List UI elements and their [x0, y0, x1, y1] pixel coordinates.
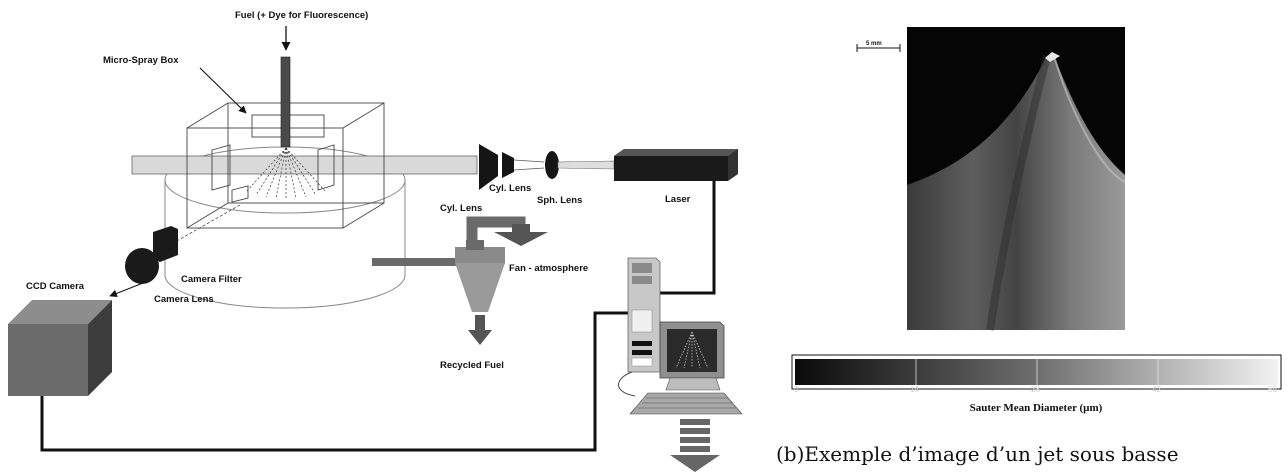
keyboard-cable — [619, 372, 636, 396]
colorbar-tick-0: 0 — [794, 385, 799, 394]
cylindrical-lens-2 — [502, 152, 544, 178]
colorbar-title: Sauter Mean Diameter (µm) — [970, 402, 1103, 414]
camera-cable — [42, 313, 628, 450]
setup-diagram: Fuel (+ Dye for Fluorescence) Micro-Spra… — [8, 10, 742, 472]
spray-image-panel: 5 mm 0 14 28 42 56 Sauter Mean Diameter … — [792, 27, 1281, 414]
micro-spray-box-label: Micro-Spray Box — [103, 55, 179, 66]
colorbar-tick-28: 28 — [1031, 385, 1040, 394]
ccd-camera — [8, 300, 112, 396]
camera-filter — [153, 226, 178, 262]
figure-caption: (b)Exemple d’image d’un jet sous basse — [776, 441, 1287, 467]
fuel-label: Fuel (+ Dye for Fluorescence) — [235, 10, 368, 21]
camera-lens — [125, 248, 159, 284]
colorbar-tick-56: 56 — [1268, 385, 1277, 394]
camera-lens-label: Camera Lens — [154, 294, 214, 305]
laser-sheet-beam — [132, 156, 477, 174]
cyl-lens-2-label: Cyl. Lens — [489, 183, 531, 194]
computer-tower — [628, 258, 660, 372]
camera-filter-label: Camera Filter — [181, 274, 242, 285]
spray-image — [907, 27, 1125, 330]
view-line — [168, 205, 240, 246]
spherical-lens — [545, 151, 559, 179]
laser-beam — [558, 161, 614, 169]
colorbar-tick-14: 14 — [910, 385, 919, 394]
colorbar-tick-42: 42 — [1152, 385, 1161, 394]
output-arrow — [670, 419, 720, 472]
recycled-fuel-arrow — [468, 315, 492, 345]
injector-nozzle — [281, 57, 290, 147]
laser-label: Laser — [665, 194, 691, 205]
keyboard — [630, 393, 742, 414]
recycled-fuel-label: Recycled Fuel — [440, 360, 504, 371]
scale-bar: 5 mm — [857, 41, 900, 52]
laser-unit — [614, 149, 738, 181]
cyl-lens-1-label: Cyl. Lens — [440, 203, 482, 214]
sph-lens-label: Sph. Lens — [537, 195, 582, 206]
fan-label: Fan - atmosphere — [509, 263, 588, 274]
computer-monitor — [660, 322, 724, 390]
colorbar: 0 14 28 42 56 Sauter Mean Diameter (µm) — [792, 355, 1281, 414]
ccd-camera-label: CCD Camera — [26, 281, 85, 292]
camera-lens-arrow — [110, 283, 143, 296]
scale-bar-label: 5 mm — [866, 41, 882, 47]
